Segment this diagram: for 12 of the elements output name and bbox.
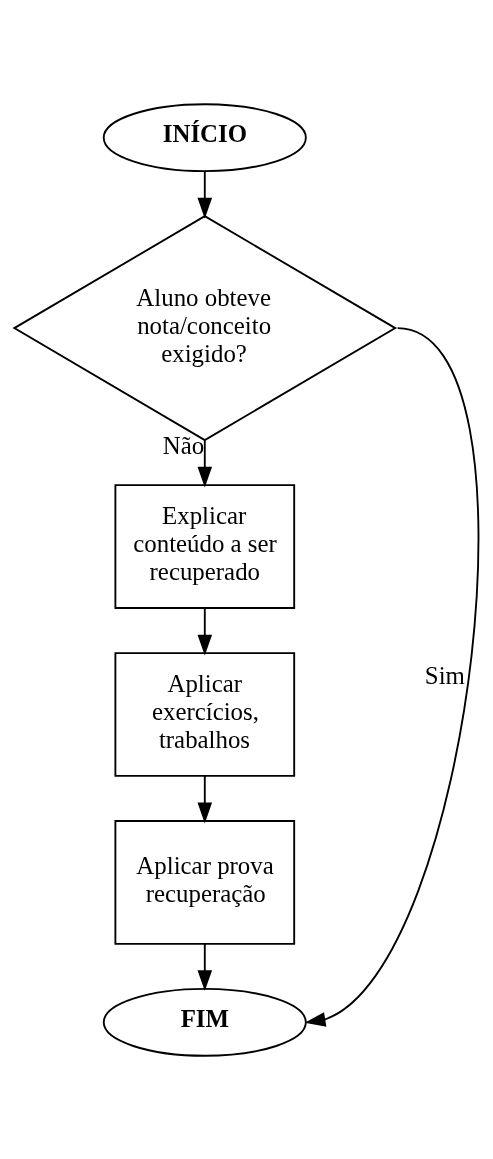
arrow	[197, 774, 213, 823]
arrow	[197, 606, 213, 656]
arrow	[197, 439, 213, 488]
node-ellipse: FIM	[102, 987, 307, 1057]
arrow	[197, 942, 213, 991]
node-box: Aplicar prova recuperação	[114, 819, 296, 945]
arrow	[304, 326, 479, 1027]
node-box: Aplicar exercícios, trabalhos	[114, 651, 296, 777]
node-box: Explicar conteúdo a ser recuperado	[114, 483, 296, 609]
edge-label: Sim	[424, 661, 465, 689]
arrow	[197, 169, 213, 219]
node-ellipse: INÍCIO	[102, 102, 307, 172]
